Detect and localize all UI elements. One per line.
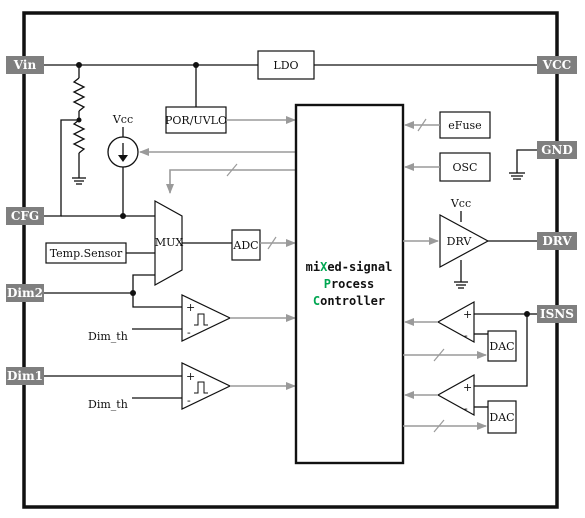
dim-th-1-label: Dim_th <box>88 330 128 343</box>
drv-label: DRV <box>447 235 473 248</box>
ldo-label: LDO <box>273 59 298 72</box>
adc-to-core-arrow <box>260 236 296 250</box>
pin-vin: Vin <box>6 56 44 74</box>
core-to-dac1-arrow <box>403 348 487 362</box>
isns-comp2-plus: + <box>463 381 472 394</box>
pin-cfg: CFG <box>6 207 44 225</box>
pin-drv-label: DRV <box>542 234 572 248</box>
vin-rail <box>44 62 537 68</box>
pin-dim1-label: Dim1 <box>7 369 43 383</box>
efuse-label: eFuse <box>448 119 481 132</box>
dim2-wiring <box>44 274 182 308</box>
pin-gnd: GND <box>537 141 577 159</box>
resistor-divider <box>44 65 86 217</box>
adc-label: ADC <box>232 239 258 252</box>
pin-cfg-label: CFG <box>11 209 39 223</box>
vcc-source-label: Vcc <box>112 113 133 126</box>
controller-line1: miXed-signal <box>306 260 393 274</box>
efuse-block: eFuse <box>439 111 491 139</box>
mux-label: MUX <box>155 236 184 249</box>
mux-block: MUX <box>154 199 184 287</box>
adc-block: ADC <box>231 229 261 261</box>
vcc-drv-label: Vcc <box>450 197 471 210</box>
isns-comparator-1: + - <box>436 300 475 344</box>
dac-1-block: DAC <box>487 330 517 362</box>
pin-isns-label: ISNS <box>540 307 574 321</box>
isns-comp1-minus: - <box>464 329 468 342</box>
dim-th-2-label: Dim_th <box>88 398 128 411</box>
isns-comp1-plus: + <box>463 308 472 321</box>
pin-vin-label: Vin <box>13 58 37 72</box>
pin-isns: ISNS <box>537 305 577 323</box>
pin-gnd-label: GND <box>541 143 573 157</box>
controller-core: miXed-signal Process Controller <box>294 103 405 465</box>
temp-sensor-block: Temp.Sensor <box>45 242 127 264</box>
isns-comparator-2: + - <box>436 373 475 417</box>
dac-2-label: DAC <box>489 411 514 424</box>
isns-comp2-minus: - <box>464 402 468 415</box>
comparator-dim1: + - <box>181 362 232 410</box>
core-to-dac2-arrow <box>403 419 487 433</box>
chip-outline <box>22 11 559 509</box>
por-uvlo-label: POR/UVLO <box>165 114 227 127</box>
current-source <box>61 127 155 219</box>
drv-buffer: DRV <box>439 213 490 269</box>
comp1-plus: + <box>186 301 195 314</box>
comp2-minus: - <box>187 394 191 407</box>
core-to-mux-arrow <box>166 163 295 194</box>
pin-vcc: VCC <box>537 56 577 74</box>
pin-vcc-label: VCC <box>542 58 571 72</box>
gnd-symbol <box>509 149 537 180</box>
comp2-plus: + <box>186 370 195 383</box>
pin-dim2: Dim2 <box>6 284 44 302</box>
comparator-dim2: + - <box>181 294 232 342</box>
dac-1-label: DAC <box>489 340 514 353</box>
drv-ground <box>454 260 468 289</box>
efuse-to-core-arrow <box>404 118 440 132</box>
temp-sensor-label: Temp.Sensor <box>50 247 123 260</box>
osc-block: OSC <box>439 152 491 182</box>
controller-line2: Process <box>324 277 375 291</box>
pin-dim2-label: Dim2 <box>7 286 43 300</box>
controller-line3: Controller <box>313 294 385 308</box>
pin-drv: DRV <box>537 232 577 250</box>
osc-label: OSC <box>453 161 478 174</box>
ldo-block: LDO <box>257 50 315 80</box>
comp1-minus: - <box>187 326 191 339</box>
dac-2-block: DAC <box>487 400 517 434</box>
isns-wiring <box>474 311 537 387</box>
por-uvlo-block: POR/UVLO <box>165 106 227 134</box>
pin-dim1: Dim1 <box>6 367 44 385</box>
